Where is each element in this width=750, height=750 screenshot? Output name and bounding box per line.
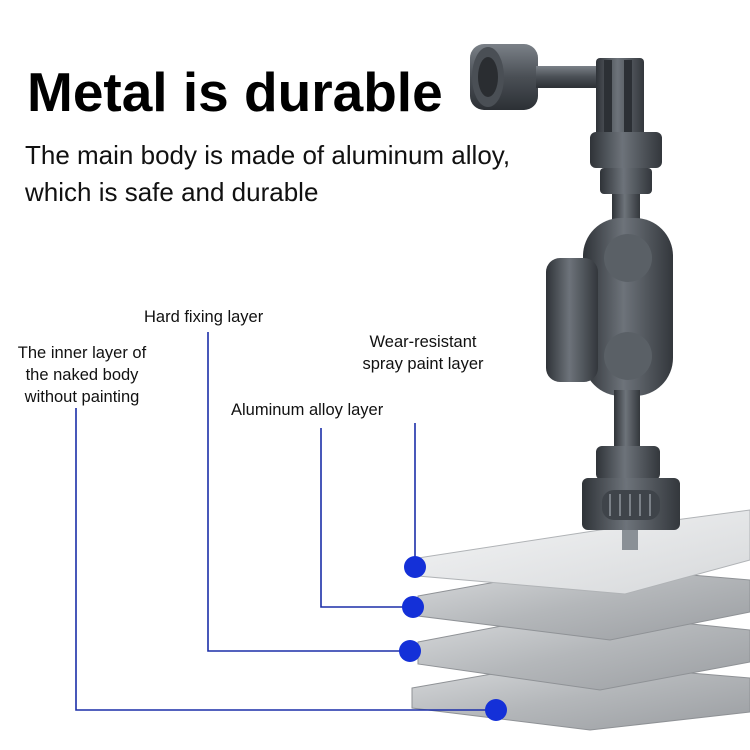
- callout-inner-line-3: without painting: [24, 388, 140, 406]
- callout-aluminum-alloy: Aluminum alloy layer: [231, 401, 384, 419]
- leader-line-inner: [75, 408, 496, 711]
- mount-top-knob: [470, 44, 644, 146]
- leader-lines: [75, 332, 496, 711]
- callout-wear-resistant: Wear-resistant spray paint layer: [350, 331, 496, 375]
- subtitle-line-2: which is safe and durable: [25, 177, 319, 207]
- dot-hard-fixing: [399, 640, 421, 662]
- dot-wear: [404, 556, 426, 578]
- headline: Metal is durable: [27, 61, 443, 123]
- leader-line-aluminum: [320, 428, 413, 608]
- mount-clamp: [582, 390, 680, 550]
- callout-inner-line-1: The inner layer of: [17, 344, 147, 362]
- callout-wear-line-1: Wear-resistant: [369, 333, 477, 351]
- callout-inner-line-2: the naked body: [25, 366, 139, 384]
- mount-arm: [546, 218, 673, 396]
- dot-aluminum: [402, 596, 424, 618]
- callout-wear-line-2: spray paint layer: [362, 355, 484, 373]
- leader-line-hard-fixing: [207, 332, 410, 652]
- leader-dots: [399, 556, 507, 721]
- dot-inner: [485, 699, 507, 721]
- callout-inner-layer: The inner layer of the naked body withou…: [6, 342, 158, 408]
- callout-hard-fixing: Hard fixing layer: [144, 308, 264, 326]
- subtitle-line-1: The main body is made of aluminum alloy,: [25, 140, 511, 170]
- mount-neck: [590, 132, 662, 224]
